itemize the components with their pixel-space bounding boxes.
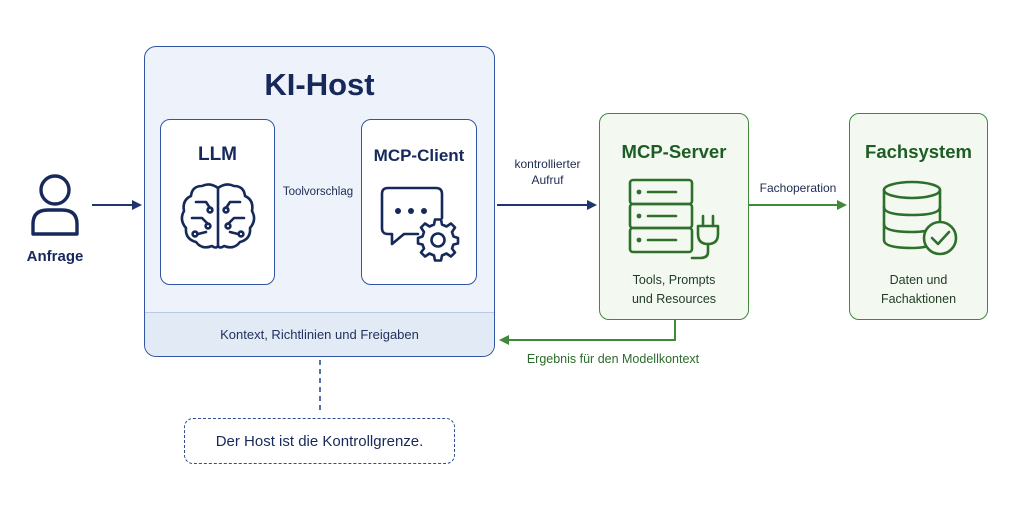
fachsystem-line1: Daten und: [889, 273, 948, 287]
edge-label-domain-operation: Fachoperation: [759, 181, 837, 195]
fachsystem-title: Fachsystem: [865, 141, 972, 162]
database-check-icon: [882, 180, 958, 256]
fachsystem-box: Fachsystem Daten und Fachaktionen: [849, 113, 988, 320]
chat-gear-icon: [380, 186, 460, 262]
mcp-client-box: MCP-Client: [361, 119, 477, 285]
user-label: Anfrage: [26, 248, 84, 265]
user-actor: Anfrage: [18, 172, 92, 272]
edge-label-controlled-call-line2: Aufruf: [531, 173, 564, 187]
edge-label-tool-suggestion: Toolvorschlag: [282, 186, 354, 198]
host-footer: Kontext, Richtlinien und Freigaben: [145, 312, 494, 356]
server-plug-icon: [628, 178, 720, 260]
llm-box: LLM: [160, 119, 275, 285]
llm-title: LLM: [197, 144, 238, 165]
brain-icon: [180, 183, 256, 249]
edge-label-result: Ergebnis für den Modellkontext: [526, 352, 700, 366]
fachsystem-line2: Fachaktionen: [880, 292, 957, 306]
mcp-server-line1: Tools, Prompts: [632, 273, 716, 287]
host-boundary-note: Der Host ist die Kontrollgrenze.: [184, 418, 455, 464]
person-icon: [31, 174, 79, 236]
arrow-server-to-host-result: [499, 320, 676, 345]
host-title: KI-Host: [264, 67, 375, 102]
fachsystem-description: Daten und Fachaktionen: [850, 271, 987, 309]
mcp-client-title: MCP-Client: [373, 146, 465, 165]
edge-label-controlled-call: kontrollierter Aufruf: [500, 156, 595, 188]
mcp-server-line2: und Resources: [631, 292, 717, 306]
edge-label-controlled-call-line1: kontrollierter: [514, 157, 581, 171]
mcp-server-description: Tools, Prompts und Resources: [600, 271, 748, 309]
mcp-server-title: MCP-Server: [621, 141, 727, 162]
mcp-server-box: MCP-Server Tools, Prompts und Resources: [599, 113, 749, 320]
